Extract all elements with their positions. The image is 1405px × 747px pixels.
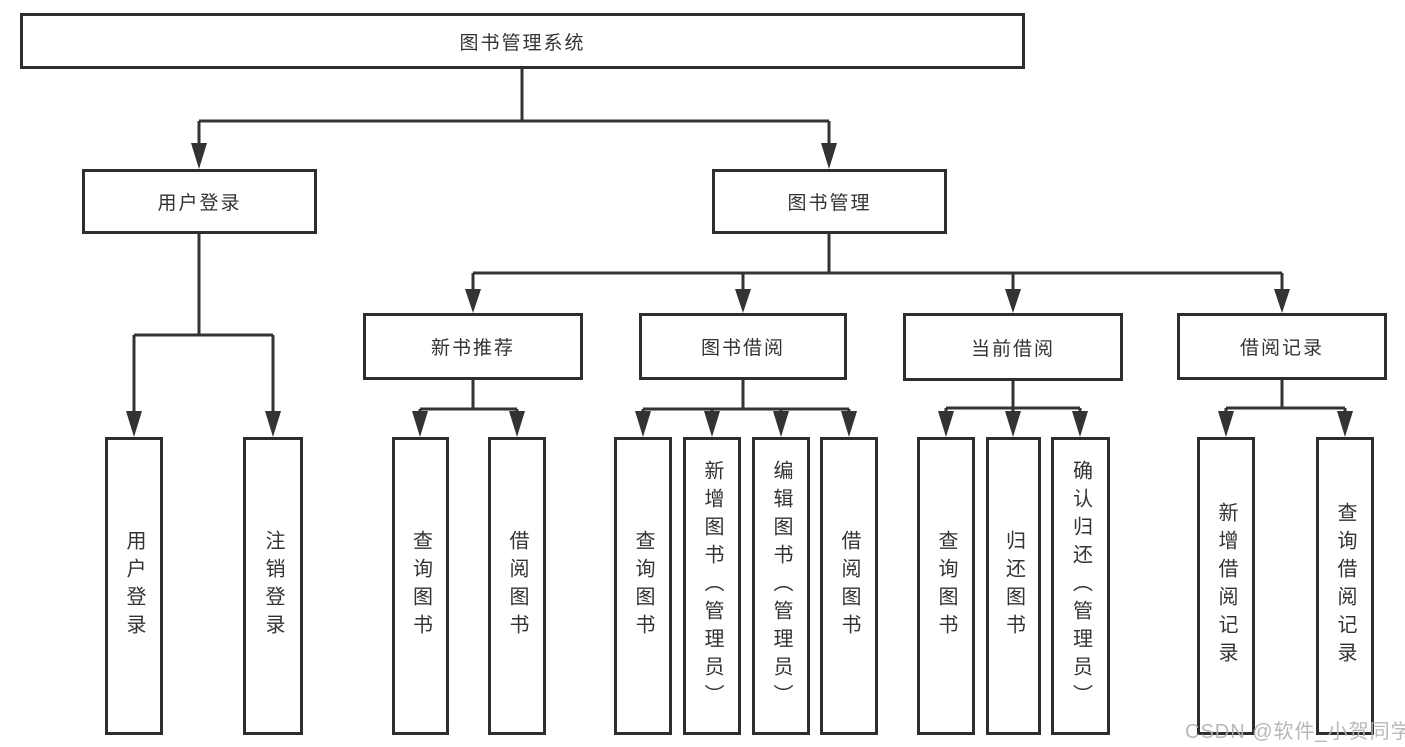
- arrowheads: [126, 143, 1353, 437]
- node-leaf-borrow-books: 借阅图书: [820, 437, 878, 735]
- node-book-borrow: 图书借阅: [639, 313, 847, 380]
- node-leaf-borrow-books-recommend: 借阅图书: [488, 437, 546, 735]
- node-leaf-query-books-current: 查询图书: [917, 437, 975, 735]
- node-leaf-add-borrow-record: 新增借阅记录: [1197, 437, 1255, 735]
- node-root-title: 图书管理系统: [20, 13, 1025, 69]
- csdn-watermark: CSDN @软件_小贺同学: [1185, 721, 1405, 743]
- node-leaf-user-login: 用户登录: [105, 437, 163, 735]
- node-leaf-query-borrow-record: 查询借阅记录: [1316, 437, 1374, 735]
- node-current-borrow: 当前借阅: [903, 313, 1123, 381]
- node-leaf-confirm-return-admin: 确认归还（管理员）: [1051, 437, 1110, 735]
- node-user-login: 用户登录: [82, 169, 317, 234]
- node-borrow-records: 借阅记录: [1177, 313, 1387, 380]
- node-new-book-recommend: 新书推荐: [363, 313, 583, 380]
- node-leaf-logout: 注销登录: [243, 437, 303, 735]
- node-leaf-add-books-admin: 新增图书（管理员）: [683, 437, 741, 735]
- node-book-management: 图书管理: [712, 169, 947, 234]
- node-leaf-query-books-recommend: 查询图书: [392, 437, 449, 735]
- node-leaf-query-books-borrow: 查询图书: [614, 437, 672, 735]
- node-leaf-return-books: 归还图书: [986, 437, 1041, 735]
- node-leaf-edit-books-admin: 编辑图书（管理员）: [752, 437, 810, 735]
